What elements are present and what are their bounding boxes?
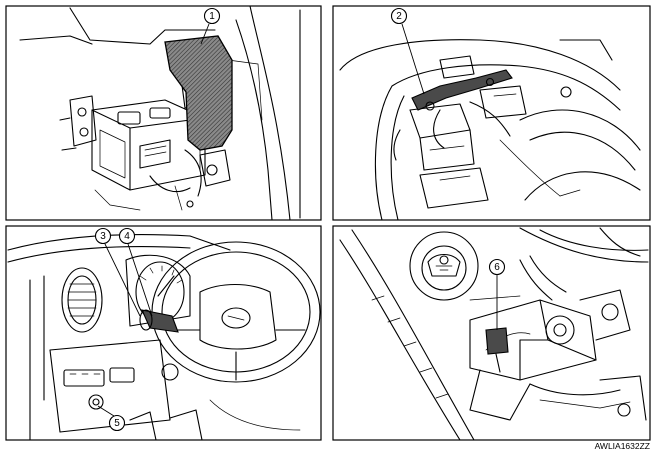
callout-3-label: 3 (100, 231, 106, 242)
panel-bottom-left: 3 4 5 (5, 225, 322, 441)
panel-bottom-right: 6 (332, 225, 651, 441)
panel-top-right: 2 (332, 5, 651, 221)
callout-1-label: 1 (209, 11, 215, 22)
instrument-panel-interior-illustration (339, 39, 641, 220)
cockpit-illustration (7, 234, 321, 440)
callout-5: 5 (108, 414, 126, 432)
panel-top-left: 1 (5, 5, 322, 221)
component-6-shape (485, 327, 509, 355)
callout-2-label: 2 (396, 11, 402, 22)
callout-4: 4 (118, 227, 136, 245)
callout-2: 2 (390, 7, 408, 25)
callout-6-label: 6 (494, 262, 500, 273)
component-1-shape (164, 35, 233, 151)
callout-5-label: 5 (114, 418, 120, 429)
engine-room-illustration (19, 6, 301, 220)
callout-1: 1 (203, 7, 221, 25)
figure-code: AWLIA1632ZZ (595, 441, 650, 451)
callout-4-label: 4 (124, 231, 130, 242)
callout-3: 3 (94, 227, 112, 245)
callout-6: 6 (488, 258, 506, 276)
lower-area-illustration (339, 227, 649, 440)
